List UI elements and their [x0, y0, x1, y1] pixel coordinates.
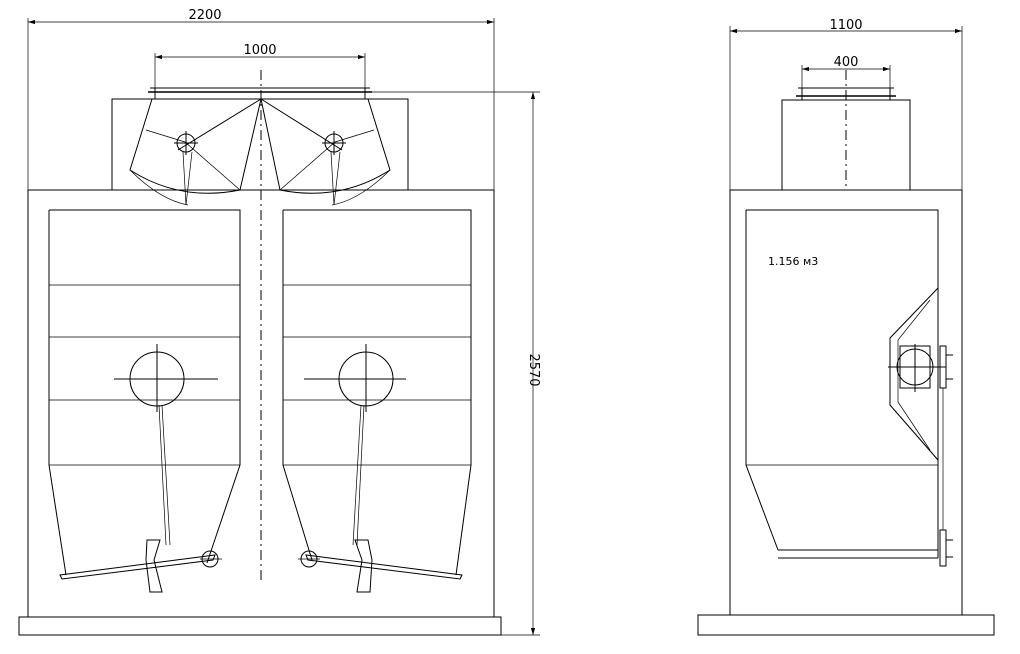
- front-base-plate: [18, 616, 502, 636]
- dim-front-height-label: 2570: [526, 353, 541, 386]
- dim-front-inlet-label: 1000: [243, 43, 276, 58]
- dim-side-width: 1100: [729, 18, 963, 190]
- side-gate-mechanism: [888, 287, 953, 567]
- front-view: 2200 1000 2570: [18, 8, 541, 636]
- dim-side-inlet: 400: [801, 55, 891, 88]
- side-base-plate: [697, 614, 995, 636]
- side-frame: [729, 189, 963, 616]
- side-view: 1.156 м3 1100: [697, 18, 995, 636]
- front-left-chute: [129, 98, 262, 194]
- front-right-chute: [260, 98, 391, 194]
- side-volume-note: 1.156 м3: [768, 255, 818, 268]
- front-left-hopper: [48, 209, 241, 593]
- dim-side-width-label: 1100: [829, 18, 862, 33]
- dim-front-width-label: 2200: [188, 8, 221, 23]
- front-right-hopper: [282, 209, 472, 593]
- dim-front-width: 2200: [27, 8, 495, 190]
- dim-front-inlet: 1000: [154, 43, 366, 88]
- side-hopper: 1.156 м3: [745, 209, 939, 559]
- front-top-housing: [111, 98, 409, 191]
- dim-front-height: 2570: [372, 91, 541, 636]
- dim-side-inlet-label: 400: [834, 55, 859, 70]
